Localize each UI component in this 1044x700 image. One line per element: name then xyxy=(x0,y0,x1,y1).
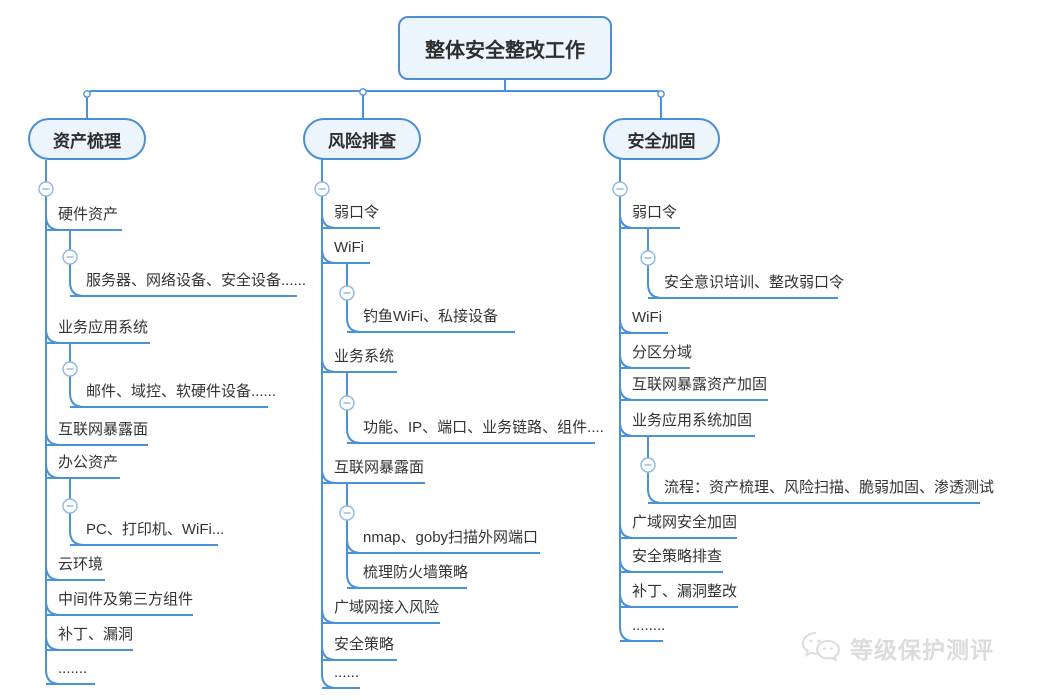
topic-wifi[interactable]: WiFi xyxy=(620,307,668,334)
collapse-toggle-icon[interactable] xyxy=(339,505,355,521)
topic-business-app-systems[interactable]: 业务应用系统 xyxy=(46,317,150,344)
branch-security-hardening[interactable]: 安全加固 xyxy=(603,118,720,160)
root-connector xyxy=(86,80,662,119)
topic-security-policy[interactable]: 安全策略 xyxy=(322,634,397,661)
topic-office-assets[interactable]: 办公资产 xyxy=(46,452,120,479)
topic-security-awareness-training[interactable]: 安全意识培训、整改弱口令 xyxy=(648,272,844,299)
collapse-toggle-icon[interactable] xyxy=(314,181,330,197)
collapse-toggle-icon[interactable] xyxy=(38,181,54,197)
collapse-toggle-icon[interactable] xyxy=(612,181,628,197)
topic-wifi[interactable]: WiFi xyxy=(322,237,370,264)
junction-dot xyxy=(359,88,367,96)
topic-patch-vulnerability[interactable]: 补丁、漏洞 xyxy=(46,624,133,651)
topic-wan-security-hardening[interactable]: 广域网安全加固 xyxy=(620,512,737,539)
collapse-toggle-icon[interactable] xyxy=(339,395,355,411)
topic-pc-printer-wifi[interactable]: PC、打印机、WiFi... xyxy=(70,519,224,546)
topic-hardware-assets[interactable]: 硬件资产 xyxy=(46,204,122,231)
watermark-text: 等级保护测评 xyxy=(850,637,994,663)
junction-dot xyxy=(657,90,665,98)
topic-patch-vuln-remediation[interactable]: 补丁、漏洞整改 xyxy=(620,581,738,608)
root-topic[interactable]: 整体安全整改工作 xyxy=(398,16,612,80)
topic-security-policy-check[interactable]: 安全策略排查 xyxy=(620,546,723,573)
topic-business-systems[interactable]: 业务系统 xyxy=(322,346,397,373)
topic-cloud-environment[interactable]: 云环境 xyxy=(46,554,105,581)
topic-ellipsis[interactable]: ........ xyxy=(620,615,665,642)
topic-zone-partition[interactable]: 分区分域 xyxy=(620,342,692,369)
collapse-toggle-icon[interactable] xyxy=(62,498,78,514)
collapse-toggle-icon[interactable] xyxy=(339,285,355,301)
collapse-toggle-icon[interactable] xyxy=(62,249,78,265)
watermark: 等级保护测评 xyxy=(800,630,994,666)
topic-ellipsis[interactable]: ....... xyxy=(46,658,95,685)
topic-server-network-security-devices[interactable]: 服务器、网络设备、安全设备...... xyxy=(70,270,306,297)
topic-firewall-policy-review[interactable]: 梳理防火墙策略 xyxy=(347,562,468,589)
topic-business-app-hardening[interactable]: 业务应用系统加固 xyxy=(620,410,755,437)
topic-internet-exposure[interactable]: 互联网暴露面 xyxy=(46,419,148,446)
collapse-toggle-icon[interactable] xyxy=(640,457,656,473)
branch-asset-inventory[interactable]: 资产梳理 xyxy=(28,118,146,160)
topic-hardening-process-flow[interactable]: 流程：资产梳理、风险扫描、脆弱加固、渗透测试 xyxy=(648,477,994,504)
topic-middleware-third-party[interactable]: 中间件及第三方组件 xyxy=(46,589,193,616)
topic-wan-access-risk[interactable]: 广域网接入风险 xyxy=(322,597,440,624)
topic-phishing-wifi[interactable]: 钓鱼WiFi、私接设备 xyxy=(347,306,515,333)
junction-dot xyxy=(83,90,91,98)
topic-mail-domain-devices[interactable]: 邮件、域控、软硬件设备...... xyxy=(70,381,276,408)
wechat-icon xyxy=(801,632,841,662)
branch-risk-investigation[interactable]: 风险排查 xyxy=(303,118,421,160)
branch2-elbows xyxy=(321,213,337,661)
topic-ellipsis[interactable]: ...... xyxy=(322,662,360,689)
collapse-toggle-icon[interactable] xyxy=(640,250,656,266)
topic-internet-exposure[interactable]: 互联网暴露面 xyxy=(322,457,425,484)
collapse-toggle-icon[interactable] xyxy=(62,361,78,377)
topic-internet-asset-hardening[interactable]: 互联网暴露资产加固 xyxy=(620,374,768,401)
topic-weak-password[interactable]: 弱口令 xyxy=(322,202,380,229)
topic-weak-password[interactable]: 弱口令 xyxy=(620,202,680,229)
topic-function-ip-ports-links[interactable]: 功能、IP、端口、业务链路、组件.... xyxy=(347,417,604,444)
topic-nmap-goby-scan[interactable]: nmap、goby扫描外网端口 xyxy=(347,527,540,554)
